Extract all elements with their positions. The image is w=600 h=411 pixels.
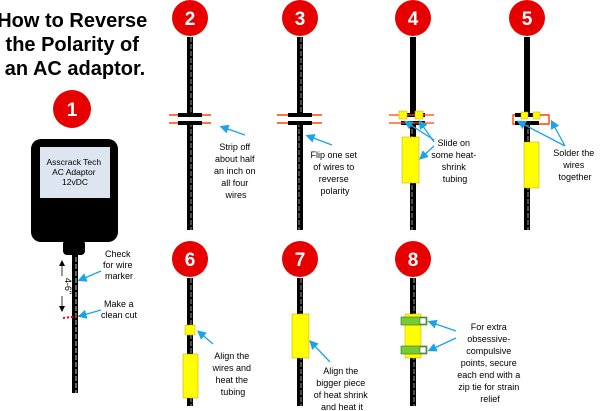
step-1: 1 Asscrack Tech AC Adaptor 12vDC 4-6" Ch…	[31, 90, 138, 393]
svg-text:4: 4	[408, 9, 419, 30]
zip-tie	[400, 345, 428, 355]
step-4-caption: Slide on some heat- shrink tubing	[431, 138, 479, 184]
page-title: How to Reverse the Polarity of an AC ada…	[0, 10, 153, 80]
cut-mark	[62, 315, 81, 319]
small-tubing	[398, 110, 408, 120]
step-6-caption: Align the wires and heat the tubing	[211, 351, 253, 397]
step-3: 3 Flip one set of wires to reverse polar…	[277, 0, 359, 230]
step-6: 6 Align the wires and heat the tubing	[172, 241, 253, 406]
step-4: 4 Slide on some heat- shrink tubing	[389, 0, 479, 230]
step-8: 8 For extra obsessive- compulsive points…	[395, 241, 523, 406]
power-cord	[72, 255, 78, 393]
step-2-caption: Strip off about half an inch on all four…	[214, 142, 258, 200]
step-5: 5 Solder the wires together	[509, 0, 597, 230]
step-5-caption: Solder the wires together	[553, 148, 597, 182]
step-number-circle	[53, 90, 91, 128]
step-2: 2 Strip off about half an inch on all fo…	[169, 0, 258, 230]
svg-text:5: 5	[522, 9, 533, 30]
length-measurement: 4-6"	[63, 278, 73, 294]
svg-text:8: 8	[408, 250, 419, 271]
step-1-caption-cut: Make a clean cut	[101, 299, 138, 320]
svg-text:2: 2	[185, 9, 196, 30]
step-8-caption: For extra obsessive- compulsive points, …	[457, 322, 523, 404]
step-1-caption-check: Check for wire marker	[103, 249, 135, 281]
step-7-caption: Align the bigger piece of heat shrink an…	[314, 366, 371, 411]
small-tubing	[414, 110, 424, 120]
adaptor-label: Asscrack Tech AC Adaptor 12vDC	[46, 157, 103, 187]
svg-text:7: 7	[295, 250, 306, 271]
step-7: 7 Align the bigger piece of heat shrink …	[282, 241, 371, 411]
zip-tie	[400, 316, 428, 326]
svg-text:6: 6	[185, 250, 196, 271]
svg-text:3: 3	[295, 9, 306, 30]
large-tubing	[401, 136, 420, 184]
step-number: 1	[67, 100, 78, 121]
step-3-caption: Flip one set of wires to reverse polarit…	[310, 150, 359, 196]
